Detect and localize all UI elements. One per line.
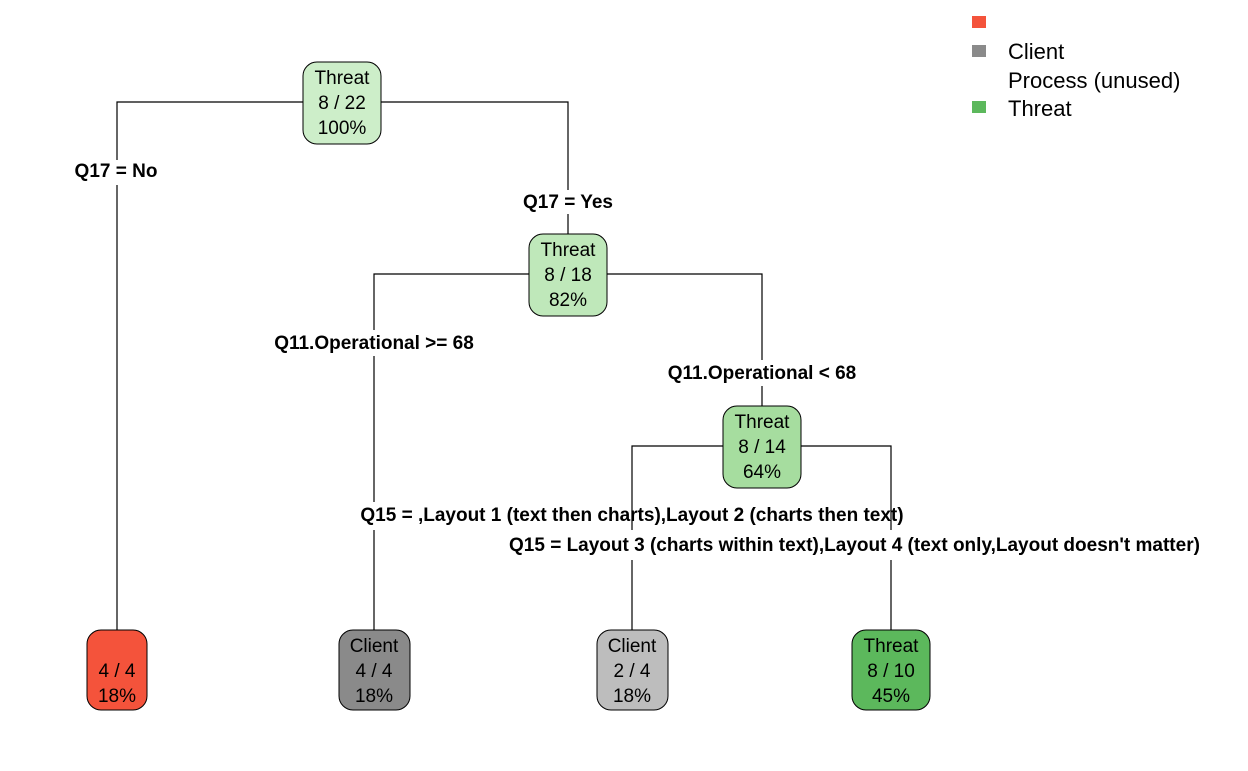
node-op-lt-class: Threat	[735, 412, 791, 433]
node-yes-count: 8 / 18	[544, 265, 592, 286]
leaf-1: 4 / 4 18%	[86, 629, 148, 711]
leaf-3-box	[596, 629, 669, 711]
split-labels: Q17 = No Q17 = Yes Q11.Operational >= 68…	[75, 161, 1200, 556]
node-root-class: Threat	[315, 68, 371, 89]
node-root-pct: 100%	[318, 118, 367, 139]
leaf-2-pct: 18%	[355, 686, 393, 707]
node-root-box	[302, 61, 382, 145]
split-label-q15-a: Q15 = ,Layout 1 (text then charts),Layou…	[360, 505, 903, 526]
split-label-q17-yes: Q17 = Yes	[523, 192, 613, 213]
leaf-1-count: 4 / 4	[99, 661, 136, 682]
leaf-3-count: 2 / 4	[614, 661, 651, 682]
leaf-2-class: Client	[350, 636, 399, 657]
split-label-q11-lt: Q11.Operational < 68	[668, 363, 857, 384]
node-op-lt-pct: 64%	[743, 462, 781, 483]
legend-swatch-client	[972, 45, 986, 57]
leaf-2-box	[338, 629, 411, 711]
leaf-4-box	[851, 629, 931, 711]
legend-label-threat: Threat	[1008, 96, 1072, 121]
node-yes-class: Threat	[541, 240, 597, 261]
leaf-4-pct: 45%	[872, 686, 910, 707]
legend: Client Process (unused) Threat	[972, 16, 1180, 121]
leaf-1-pct: 18%	[98, 686, 136, 707]
split-label-q17-no: Q17 = No	[75, 161, 158, 182]
legend-label-process: Process (unused)	[1008, 68, 1180, 93]
leaf-3-class: Client	[608, 636, 657, 657]
split-label-q15-b: Q15 = Layout 3 (charts within text),Layo…	[509, 535, 1200, 556]
legend-swatch-threat	[972, 101, 986, 113]
tree-nodes: Threat 8 / 22 100% Threat 8 / 18 82% Thr…	[86, 61, 931, 711]
leaf-1-box	[86, 629, 148, 711]
legend-swatch-blank	[972, 16, 986, 28]
node-yes-box	[528, 233, 608, 317]
node-root-count: 8 / 22	[318, 93, 366, 114]
node-root: Threat 8 / 22 100%	[302, 61, 382, 145]
leaf-4-class: Threat	[864, 636, 920, 657]
node-yes: Threat 8 / 18 82%	[528, 233, 608, 317]
split-label-q11-ge: Q11.Operational >= 68	[274, 333, 474, 354]
node-op-lt-box	[722, 405, 802, 489]
node-yes-pct: 82%	[549, 290, 587, 311]
leaf-3-pct: 18%	[613, 686, 651, 707]
legend-label-client: Client	[1008, 39, 1064, 64]
leaf-4: Threat 8 / 10 45%	[851, 629, 931, 711]
leaf-2: Client 4 / 4 18%	[338, 629, 411, 711]
node-op-lt-count: 8 / 14	[738, 437, 786, 458]
leaf-3: Client 2 / 4 18%	[596, 629, 669, 711]
leaf-2-count: 4 / 4	[356, 661, 393, 682]
leaf-4-count: 8 / 10	[867, 661, 915, 682]
node-op-lt: Threat 8 / 14 64%	[722, 405, 802, 489]
